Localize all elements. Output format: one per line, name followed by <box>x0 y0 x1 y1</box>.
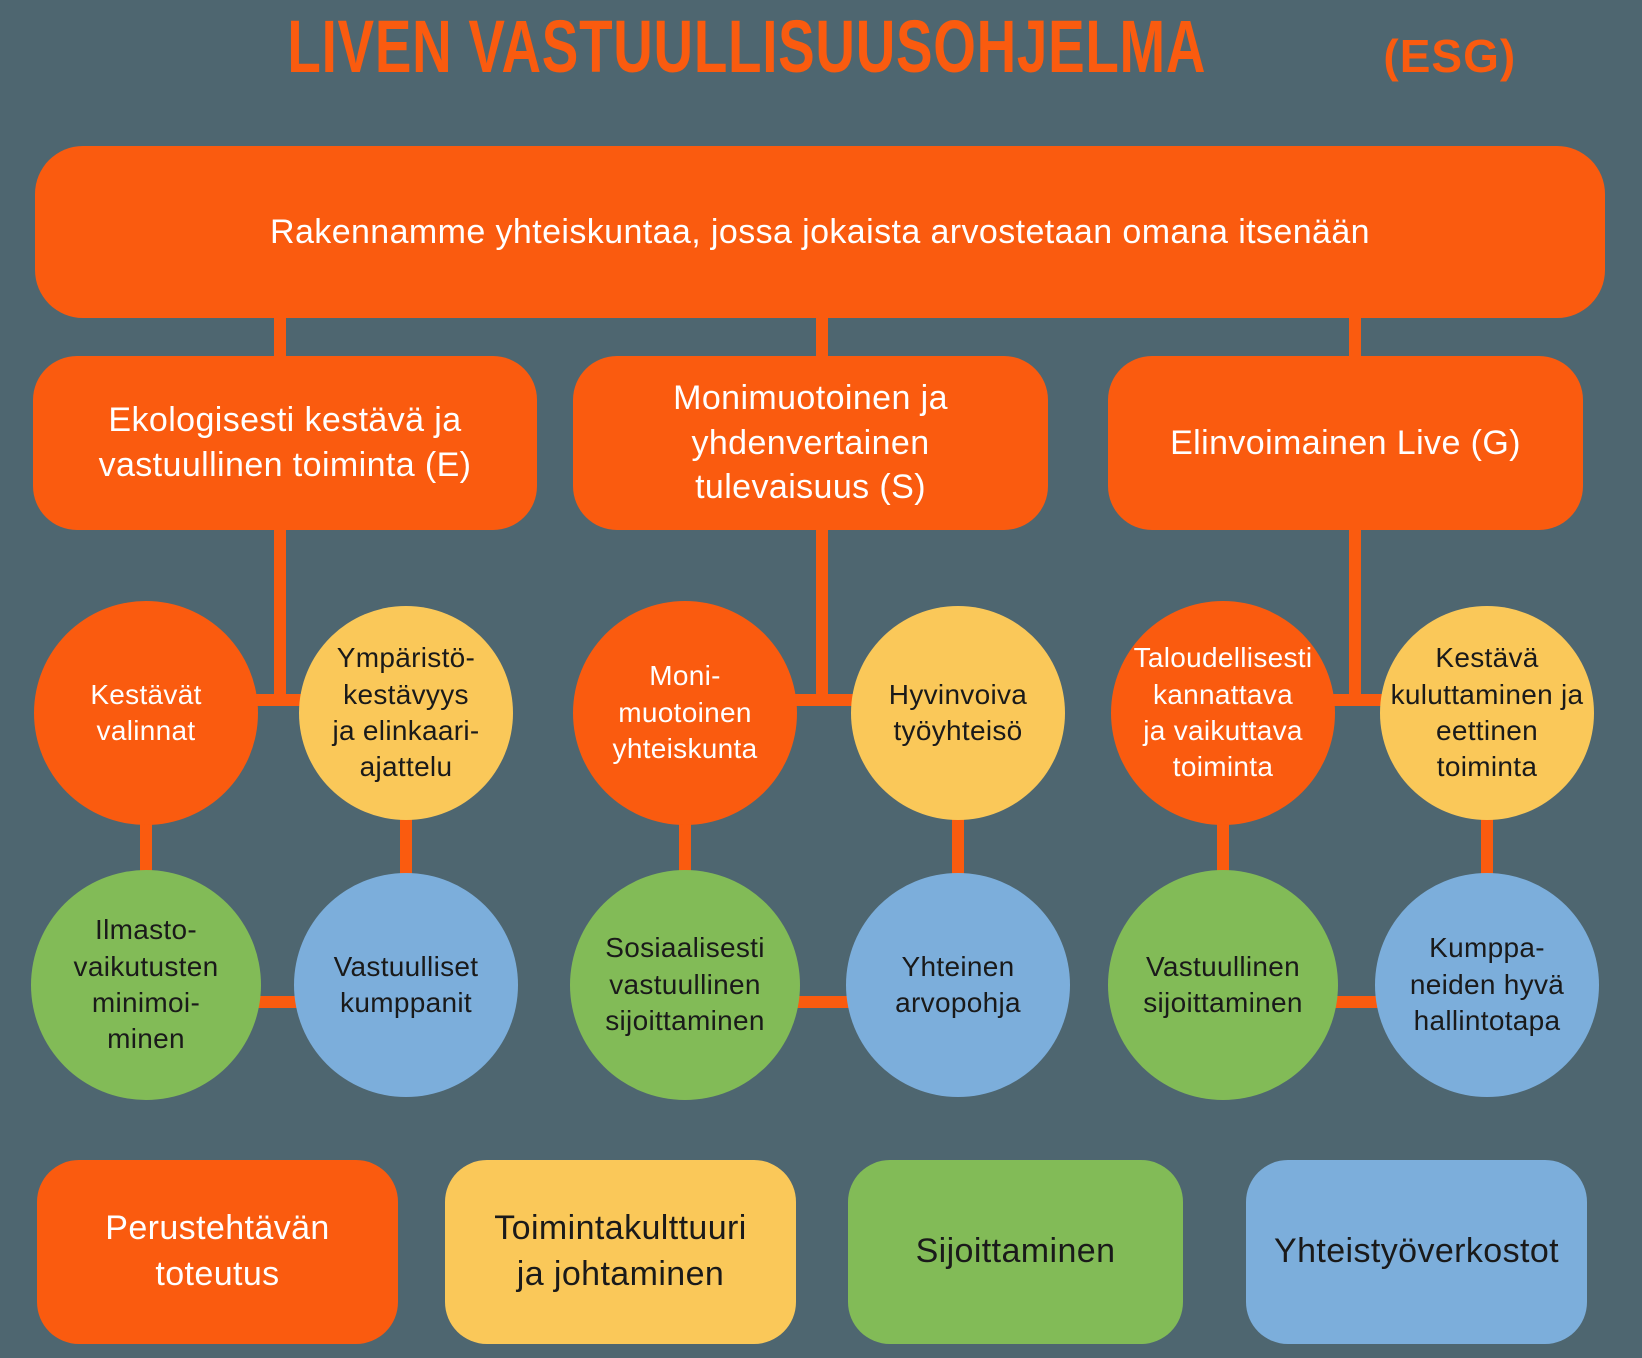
footer-box-label: Yhteistyöverkostot <box>1274 1232 1559 1271</box>
practice-circle-vastuulliset-kumppanit: Vastuulliset kumppanit <box>294 873 518 1097</box>
practice-circle-vastuullinen-sijoittaminen: Vastuullinen sijoittaminen <box>1108 870 1338 1100</box>
vision-text: Rakennamme yhteiskuntaa, jossa jokaista … <box>270 212 1370 251</box>
theme-circle-kestavat-valinnat: Kestävät valinnat <box>34 601 258 825</box>
practice-circle-kumppaneiden-hyva-hallintotapa: Kumppa- neiden hyvä hallintotapa <box>1375 873 1599 1097</box>
pillar-s-label: Monimuotoinen ja yhdenvertainen tulevais… <box>673 378 948 507</box>
page-title-suffix: (ESG) <box>1383 30 1517 82</box>
vision-banner: Rakennamme yhteiskuntaa, jossa jokaista … <box>35 146 1605 318</box>
theme-circle-monimuotoinen-yhteiskunta: Moni- muotoinen yhteiskunta <box>573 601 797 825</box>
footer-box-label: Sijoittaminen <box>915 1232 1116 1271</box>
theme-circle-kestava-kuluttaminen: Kestävä kuluttaminen ja eettinen toimint… <box>1380 606 1594 820</box>
connector-pillar-themes-2 <box>816 528 828 706</box>
connector-vision-pillar-3 <box>1349 315 1361 359</box>
footer-box-yhteistyoverkostot: Yhteistyöverkostot <box>1246 1160 1587 1344</box>
practice-circle-label: Kumppa- neiden hyvä hallintotapa <box>1409 932 1565 1037</box>
practice-circle-label: Vastuulliset kumppanit <box>333 950 479 1018</box>
practice-circle-label: Sosiaalisesti vastuullinen sijoittaminen <box>605 932 765 1037</box>
pillar-e-box: Ekologisesti kestävä ja vastuullinen toi… <box>33 356 537 530</box>
page-title: LIVEN VASTUULLISUUSOHJELMA (ESG) <box>0 4 1642 96</box>
practice-circle-ilmastovaikutusten-minimoiminen: Ilmasto- vaikutusten minimoi- minen <box>31 870 261 1100</box>
practice-circle-sosiaalisesti-vastuullinen-sijoittaminen: Sosiaalisesti vastuullinen sijoittaminen <box>570 870 800 1100</box>
practice-circle-yhteinen-arvopohja: Yhteinen arvopohja <box>846 873 1070 1097</box>
theme-circle-label: Kestävä kuluttaminen ja eettinen toimint… <box>1390 642 1584 783</box>
pillar-g-label: Elinvoimainen Live (G) <box>1170 423 1521 462</box>
practice-circle-label: Ilmasto- vaikutusten minimoi- minen <box>73 914 219 1055</box>
connector-vision-pillar-2 <box>816 315 828 359</box>
footer-box-label: Toimintakulttuuri ja johtaminen <box>494 1209 747 1293</box>
theme-circle-taloudellisesti-kannattava: Taloudellisesti kannattava ja vaikuttava… <box>1111 601 1335 825</box>
theme-circle-label: Ympäristö- kestävyys ja elinkaari- ajatt… <box>332 642 480 783</box>
footer-box-toimintakulttuuri: Toimintakulttuuri ja johtaminen <box>445 1160 796 1344</box>
footer-box-label: Perustehtävän toteutus <box>105 1209 330 1293</box>
theme-circle-label: Taloudellisesti kannattava ja vaikuttava… <box>1133 642 1313 783</box>
theme-circle-label: Hyvinvoiva työyhteisö <box>888 678 1028 746</box>
theme-circle-label: Kestävät valinnat <box>90 678 202 746</box>
practice-circle-label: Yhteinen arvopohja <box>895 950 1021 1018</box>
theme-circle-hyvinvoiva-tyoyhteiso: Hyvinvoiva työyhteisö <box>851 606 1065 820</box>
pillar-s-box: Monimuotoinen ja yhdenvertainen tulevais… <box>573 356 1048 530</box>
practice-circle-label: Vastuullinen sijoittaminen <box>1143 950 1303 1018</box>
pillar-g-box: Elinvoimainen Live (G) <box>1108 356 1583 530</box>
pillar-e-label: Ekologisesti kestävä ja vastuullinen toi… <box>98 401 472 484</box>
connector-vision-pillar-1 <box>274 315 286 359</box>
connector-pillar-themes-1 <box>274 528 286 706</box>
footer-box-perustehtavan-toteutus: Perustehtävän toteutus <box>37 1160 398 1344</box>
theme-circle-ymparistokestavyys: Ympäristö- kestävyys ja elinkaari- ajatt… <box>299 606 513 820</box>
theme-circle-label: Moni- muotoinen yhteiskunta <box>612 660 758 765</box>
page-title-main: LIVEN VASTUULLISUUSOHJELMA <box>287 5 1206 88</box>
footer-box-sijoittaminen: Sijoittaminen <box>848 1160 1183 1344</box>
connector-pillar-themes-3 <box>1349 528 1361 706</box>
